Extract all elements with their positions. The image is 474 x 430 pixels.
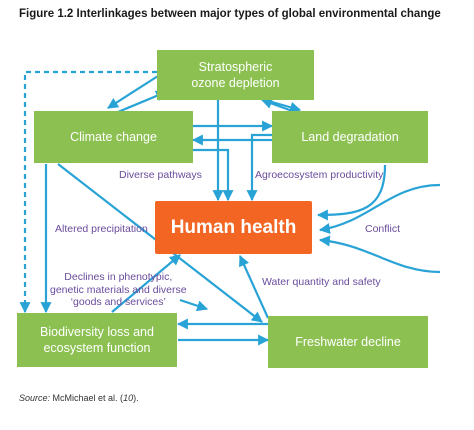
label-agroecosystem: Agroecosystem productivity: [255, 169, 384, 181]
climate-change-label: Climate change: [70, 130, 157, 144]
land-degradation-label: Land degradation: [301, 130, 399, 144]
arrow-ozone-to-climate: [107, 75, 159, 109]
figure-title: Figure 1.2 Interlinkages between major t…: [19, 8, 441, 20]
biodiversity-line1: Biodiversity loss and: [40, 325, 154, 339]
land-degradation-box: Land degradation: [272, 111, 428, 163]
freshwater-decline-label: Freshwater decline: [295, 335, 401, 349]
label-conflict: Conflict: [365, 223, 401, 235]
freshwater-decline-box: Freshwater decline: [268, 316, 428, 368]
arrow-land-curve-to-health: [316, 164, 387, 221]
label-water-quantity: Water quantity and safety: [262, 276, 381, 288]
label-diverse-pathways: Diverse pathways: [119, 169, 202, 181]
biodiversity-line2: ecosystem function: [43, 341, 151, 355]
ozone-depletion-line1: Stratospheric: [198, 60, 273, 74]
label-declines: Declines in phenotypic, genetic material…: [50, 271, 187, 309]
source-suffix: ).: [133, 393, 139, 403]
arrow-declines-to-freshwater: [179, 298, 209, 312]
source-text: McMichael et al. (: [50, 393, 124, 403]
arrow-freshwater-to-health: [238, 254, 270, 319]
arrow-biodiversity-to-health: [111, 254, 181, 313]
label-declines-line2: genetic materials and diverse: [50, 283, 187, 296]
source-prefix: Source:: [19, 393, 51, 403]
dashed-arrow-ozone-biodiversity: [19, 70, 157, 314]
label-declines-line1: Declines in phenotypic,: [64, 271, 173, 283]
human-health-label: Human health: [170, 216, 297, 238]
label-altered-precipitation: Altered precipitation: [55, 223, 148, 235]
arrow-climate-to-health: [185, 148, 234, 202]
arrow-conflict-to-health: [318, 183, 441, 234]
human-health-box: Human health: [155, 201, 312, 254]
arrow-land-to-ozone: [260, 98, 296, 114]
arrow-conflict-lower-to-health: [318, 235, 441, 274]
source-citation: Source: McMichael et al. (10).: [19, 393, 139, 403]
climate-change-box: Climate change: [34, 111, 193, 163]
arrow-land-to-health: [246, 133, 272, 202]
label-declines-line3: ‘goods and services’: [70, 296, 166, 308]
ozone-depletion-line2: ozone depletion: [191, 76, 280, 90]
source-ref: 10: [123, 393, 134, 403]
biodiversity-box: Biodiversity loss and ecosystem function: [17, 313, 177, 367]
ozone-depletion-box: Stratospheric ozone depletion: [157, 50, 314, 100]
